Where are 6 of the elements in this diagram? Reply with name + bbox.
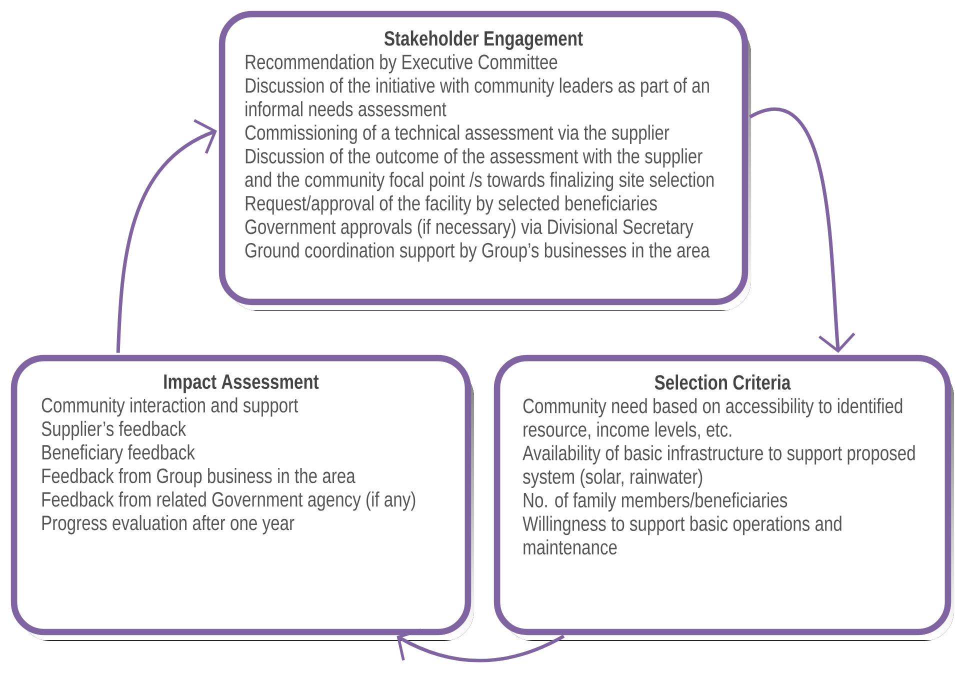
curved-arrow bbox=[116, 119, 218, 353]
rounded-box: Stakeholder Engagement Recommendation by Executive Committee Discussion of the initiative with community leaders as part of an informal needs assessment Commissioning of a technical assessment via the supplier Discussion of the outcome of the assessment with the supplier and the community focal point /s towards finalizing site selection Request/approval of the facility by selected beneficiaries Government approvals (if necessary) via Divisional Secretary Ground coordination support by Group’s businesses in the area bbox=[218, 10, 752, 311]
rounded-box: Selection Criteria Community need based on accessibility to identified resource, income levels, etc. Availability of basic infrastructure to support proposed system (solar, rainwater) No. of family members/beneficiaries Willingness to support basic operations and maintenance bbox=[494, 354, 954, 641]
curved-arrow bbox=[396, 628, 565, 662]
rounded-box: Impact Assessment Community interaction and support Supplier’s feedback Beneficiary feedback Feedback from Group business in the area Feedback from related Government agency (if any) Progress evaluation after one year bbox=[10, 354, 474, 641]
curved-arrow bbox=[749, 108, 856, 353]
